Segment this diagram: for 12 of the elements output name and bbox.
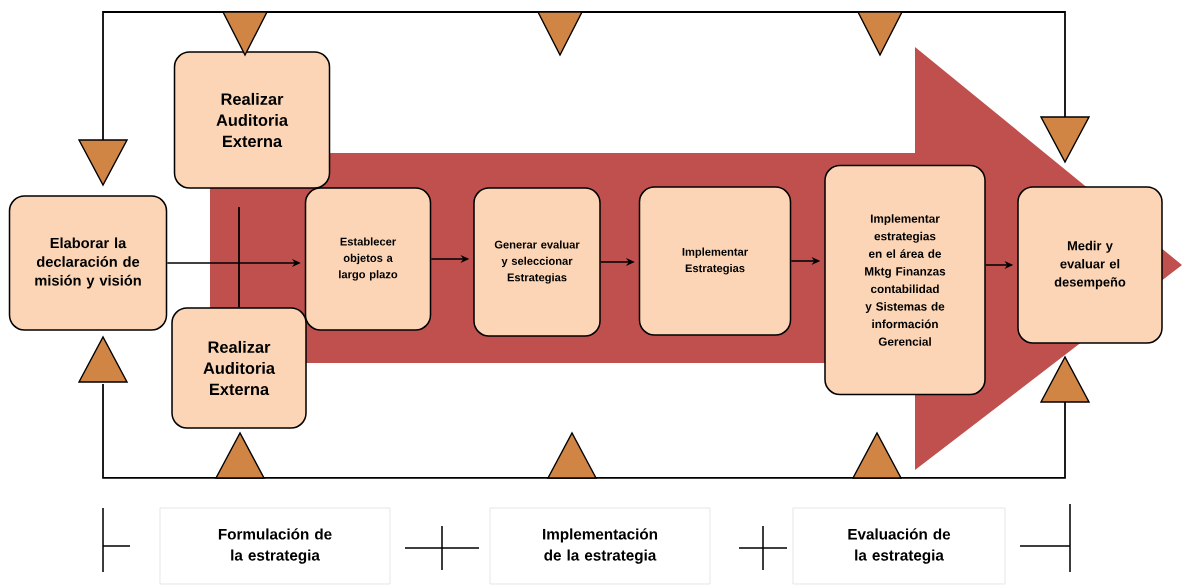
- process-box: Generar evaluar y seleccionar Estrategias: [473, 187, 601, 337]
- process-box: Implementar Estrategias: [638, 186, 792, 336]
- process-box: Realizar Auditoria Externa: [171, 307, 307, 429]
- process-box: Implementar estrategias en el área de Mktg Finanzas contabilidad y Sistemas de información Gerencial: [824, 164, 986, 396]
- process-box: Elaborar la declaración de misión y visión: [8, 195, 168, 331]
- process-box: Establecer objetos a largo plazo: [304, 187, 432, 331]
- phase-box: Evaluación de la estrategia: [792, 507, 1006, 585]
- process-box: Medir y evaluar el desempeño: [1017, 186, 1163, 344]
- phase-box: Formulación de la estrategia: [159, 507, 391, 585]
- phase-box: Implementación de la estrategia: [489, 507, 711, 585]
- connector-line: [238, 206, 240, 309]
- process-box: Realizar Auditoria Externa: [173, 51, 331, 189]
